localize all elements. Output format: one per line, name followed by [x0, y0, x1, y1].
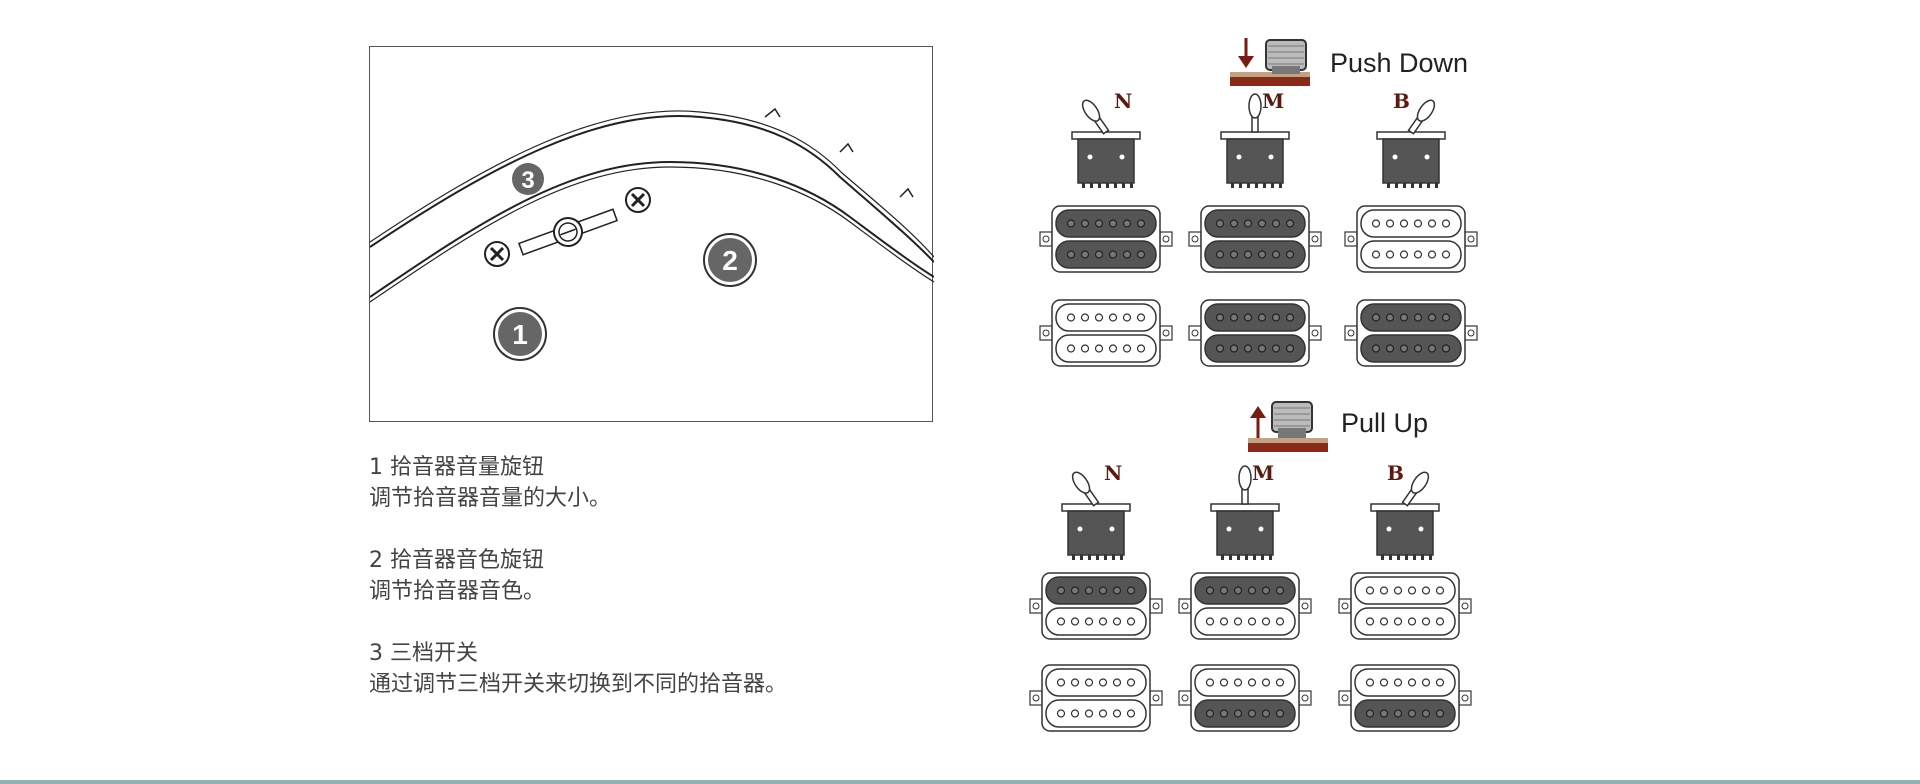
selector-switch-M: M [1220, 89, 1290, 188]
legend-title: 2 拾音器音色旋钮 [369, 548, 545, 573]
pickup-coil [1204, 303, 1306, 332]
humbucker-pickup [1344, 205, 1478, 273]
legend-item: 2 拾音器音色旋钮 调节拾音器音色。 [369, 545, 929, 607]
svg-text:3: 3 [521, 167, 534, 194]
pickup-coil [1045, 699, 1147, 728]
svg-text:2: 2 [722, 245, 738, 276]
pickup-coil [1204, 209, 1306, 238]
pickup-switch-diagram: Push Down Pull Up N M B N M B [1010, 0, 1530, 784]
pull-up-icon [1248, 401, 1328, 452]
legend-item: 3 三档开关 通过调节三档开关来切换到不同的拾音器。 [369, 638, 929, 700]
humbucker-pickup [1178, 572, 1312, 640]
legend: 1 拾音器音量旋钮 调节拾音器音量的大小。 2 拾音器音色旋钮 调节拾音器音色。… [369, 452, 929, 731]
push-down-icon [1230, 38, 1310, 86]
legend-item: 1 拾音器音量旋钮 调节拾音器音量的大小。 [369, 452, 929, 514]
legend-desc: 调节拾音器音量的大小。 [369, 486, 612, 511]
legend-desc: 调节拾音器音色。 [369, 579, 546, 604]
pickup-coil [1354, 607, 1456, 636]
humbucker-pickup [1178, 664, 1312, 732]
pickup-coil [1360, 303, 1462, 332]
legend-desc: 通过调节三档开关来切换到不同的拾音器。 [369, 672, 788, 697]
switch-position-label: M [1252, 461, 1274, 485]
selector-switch-B: B [1376, 89, 1446, 188]
humbucker-pickup [1188, 205, 1322, 273]
volume-knob: 1 [493, 307, 547, 361]
switch-position-label: B [1387, 461, 1404, 485]
humbucker-pickup [1029, 572, 1163, 640]
switch-position-label: N [1114, 89, 1132, 113]
selector-switch-B: B [1370, 461, 1440, 560]
tone-knob: 2 [703, 233, 757, 287]
legend-title: 1 拾音器音量旋钮 [369, 455, 545, 480]
legend-title: 3 三档开关 [369, 641, 479, 666]
pickup-coil [1045, 668, 1147, 697]
switch-pickup-grid: N M B N M B [1029, 89, 1478, 732]
pickup-coil [1194, 668, 1296, 697]
humbucker-pickup [1338, 664, 1472, 732]
humbucker-pickup [1188, 299, 1322, 367]
svg-text:1: 1 [512, 319, 528, 350]
switch-position-label: N [1104, 461, 1122, 485]
selector-switch-N: N [1061, 461, 1131, 560]
pickup-coil [1055, 303, 1157, 332]
selector-switch-N: N [1071, 89, 1141, 188]
pickup-coil [1354, 699, 1456, 728]
pickup-coil [1194, 699, 1296, 728]
pickup-coil [1204, 240, 1306, 269]
humbucker-pickup [1039, 205, 1173, 273]
switch-position-label: M [1262, 89, 1284, 113]
humbucker-pickup [1039, 299, 1173, 367]
pickup-coil [1045, 576, 1147, 605]
pickup-coil [1055, 334, 1157, 363]
pickup-coil [1194, 607, 1296, 636]
pickup-coil [1360, 240, 1462, 269]
pickup-coil [1045, 607, 1147, 636]
pickup-coil [1354, 576, 1456, 605]
pickup-coil [1194, 576, 1296, 605]
pickup-coil [1204, 334, 1306, 363]
humbucker-pickup [1338, 572, 1472, 640]
humbucker-pickup [1029, 664, 1163, 732]
switch-position-label: B [1393, 89, 1410, 113]
pickup-coil [1055, 240, 1157, 269]
guitar-control-diagram: 3 2 1 [369, 46, 934, 422]
pickup-coil [1360, 209, 1462, 238]
pickup-coil [1055, 209, 1157, 238]
push-down-label: Push Down [1330, 48, 1469, 78]
selector-switch-M: M [1210, 461, 1280, 560]
pickup-coil [1354, 668, 1456, 697]
humbucker-pickup [1344, 299, 1478, 367]
pickup-coil [1360, 334, 1462, 363]
footer-divider [0, 780, 1920, 784]
switch-callout: 3 [512, 163, 544, 195]
pull-up-label: Pull Up [1341, 408, 1429, 438]
